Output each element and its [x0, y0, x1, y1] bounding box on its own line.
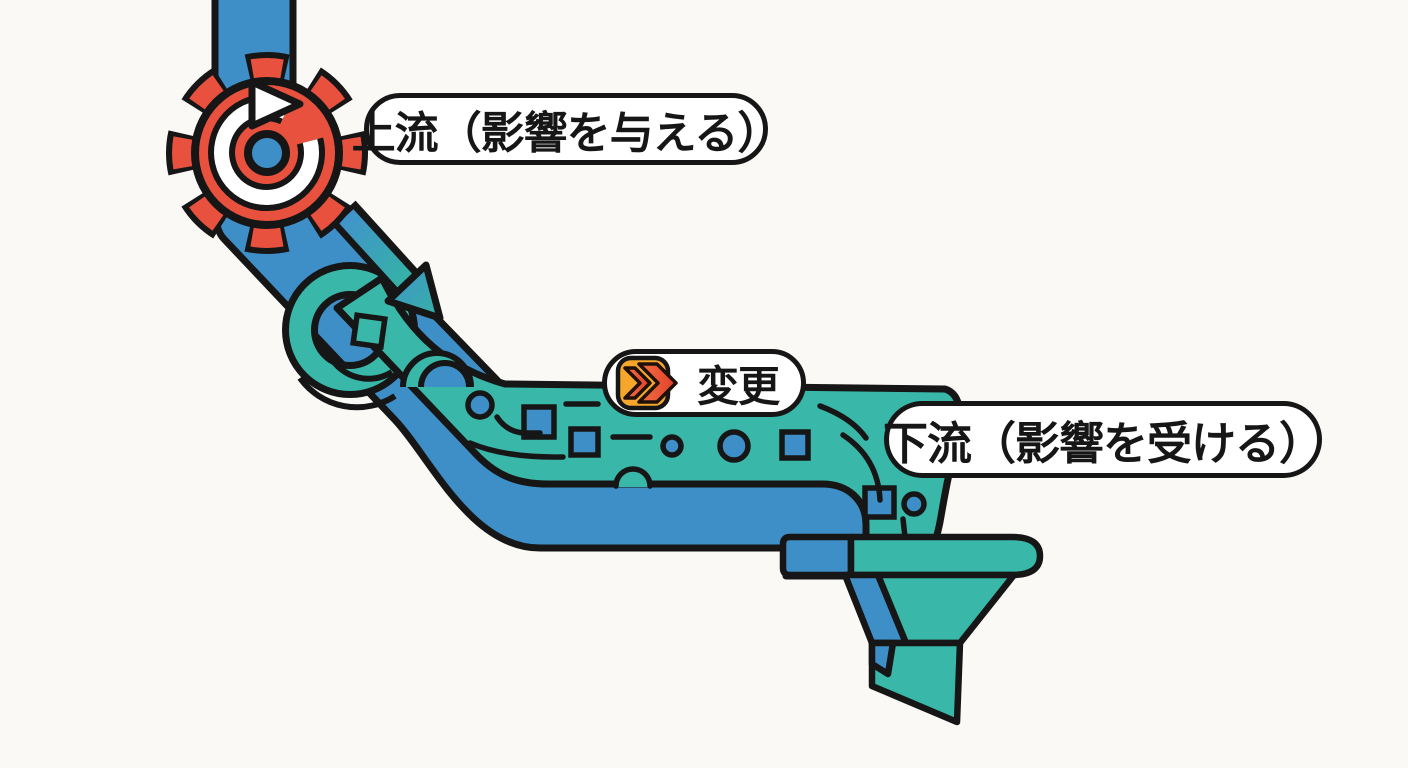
debris-circle — [660, 434, 684, 458]
funnel-cone — [874, 571, 1018, 647]
refresh-arrowhead — [248, 78, 304, 130]
debris-circle — [465, 390, 495, 420]
gear-refresh-icon — [166, 52, 368, 254]
debris-circle — [717, 429, 751, 463]
bottom-bubble-arc — [613, 466, 653, 489]
flow-line — [467, 440, 566, 460]
flow-line — [817, 403, 869, 441]
upstream-label-text: 上流（影響を与える） — [351, 109, 782, 158]
double-chevron-arrow-icon — [615, 355, 678, 411]
funnel-spout-left-face — [868, 639, 897, 678]
downstream-label-text: 下流（影響を受ける） — [883, 418, 1324, 469]
flow-line — [494, 414, 543, 436]
junction-wave-arc — [297, 376, 397, 411]
funnel-spout — [868, 639, 964, 726]
change-badge-text: 変更 — [697, 362, 780, 410]
flow-debris — [350, 312, 927, 540]
funnel-left-block — [779, 533, 855, 579]
debris-square-teal — [350, 312, 388, 350]
gear-hub — [244, 130, 290, 176]
junction-wave-arc-2 — [327, 354, 394, 382]
flow-direction-arrow-icon — [330, 200, 444, 322]
funnel — [779, 533, 1044, 726]
debris-square — [568, 426, 601, 458]
flow-line — [840, 432, 883, 503]
downstream-label: 下流（影響を受ける） — [883, 401, 1324, 478]
debris-square — [779, 429, 811, 461]
funnel-rim — [847, 533, 1044, 579]
debris-circle — [901, 491, 927, 517]
change-badge: 変更 — [602, 349, 806, 417]
upstream-label: 上流（影響を与える） — [352, 93, 781, 165]
